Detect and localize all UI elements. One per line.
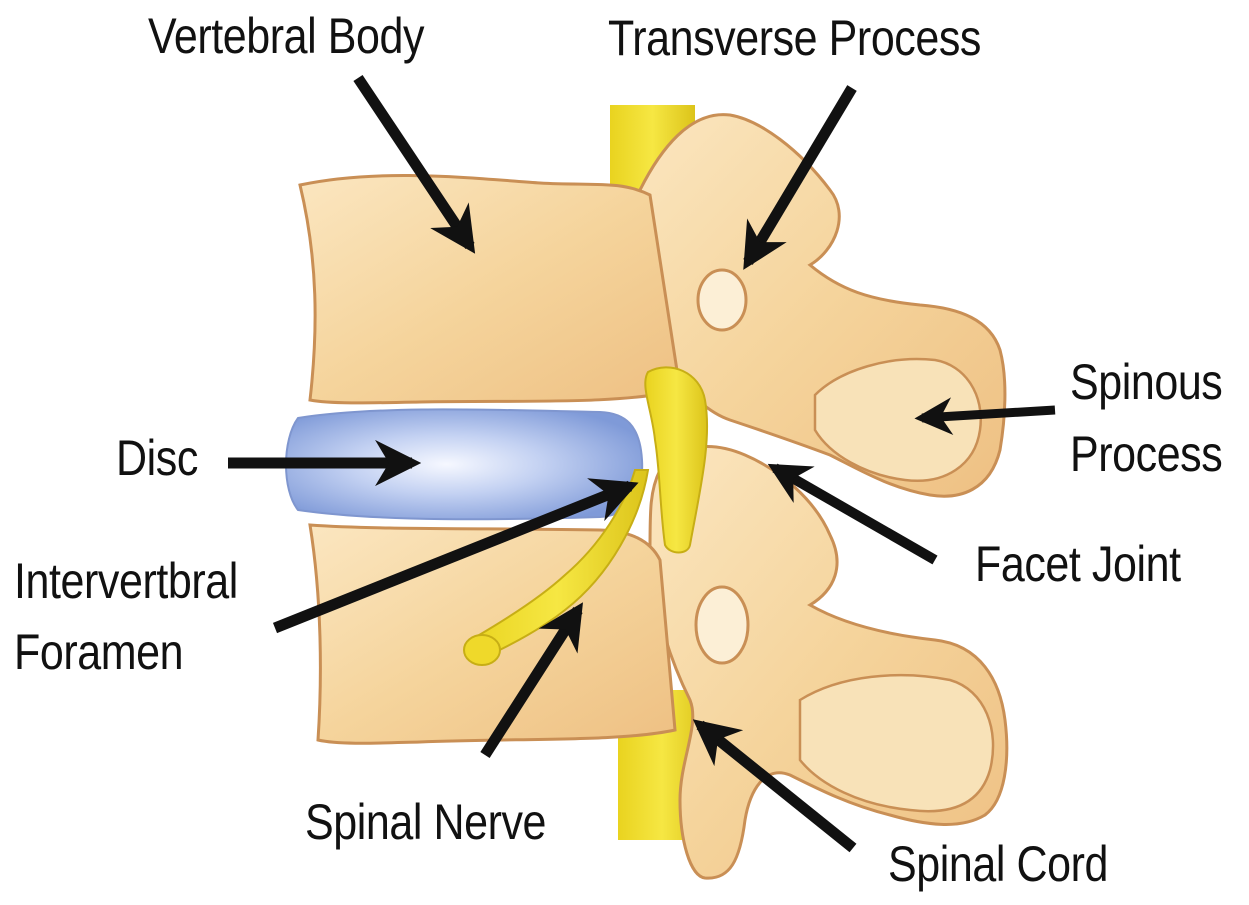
label-spinous-process-line1: Spinous [1070, 356, 1222, 409]
label-intervertebral-foramen-line2: Foramen [14, 626, 183, 679]
label-vertebral-body: Vertebral Body [148, 10, 424, 63]
label-spinal-cord: Spinal Cord [888, 838, 1108, 891]
spinal-nerve-end [464, 635, 500, 665]
label-spinous-process-line2: Process [1070, 428, 1222, 481]
label-transverse-process: Transverse Process [608, 12, 981, 65]
label-facet-joint: Facet Joint [975, 538, 1181, 591]
lower-posterior-elements [650, 447, 1007, 879]
label-disc: Disc [116, 432, 198, 485]
upper-vertebral-body [300, 175, 680, 402]
transverse-process-knob [698, 270, 746, 330]
label-intervertebral-foramen-line1: Intervertbral [14, 555, 238, 608]
lower-transverse-knob [696, 587, 748, 663]
label-spinal-nerve: Spinal Nerve [305, 796, 546, 849]
